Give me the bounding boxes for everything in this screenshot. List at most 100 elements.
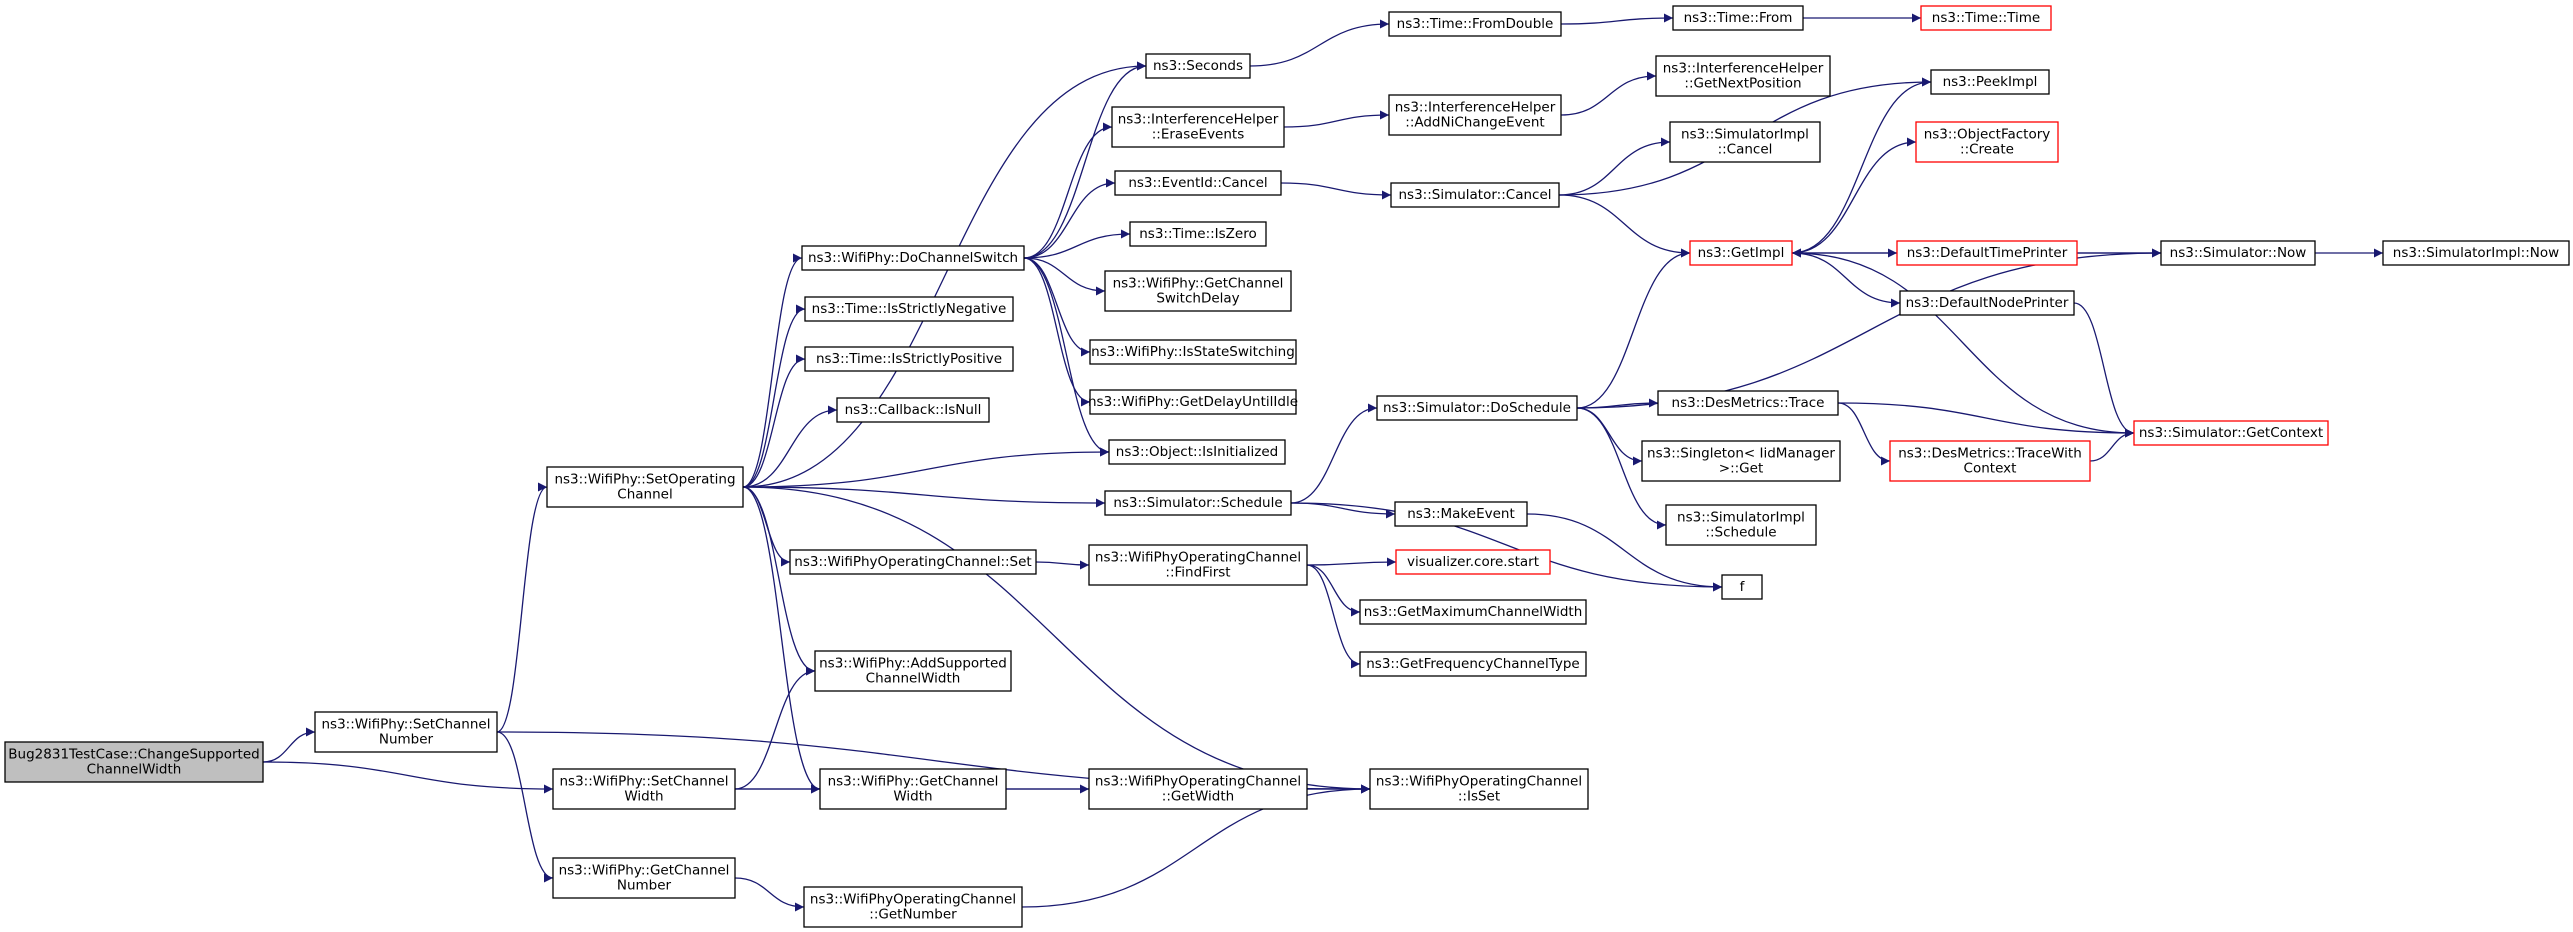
node-label-line: ns3::Simulator::Schedule bbox=[1113, 495, 1282, 511]
edge-time-from-double-to-time-from bbox=[1560, 13, 1674, 25]
node-time-is-zero[interactable]: ns3::Time::IsZero bbox=[1129, 221, 1267, 247]
node-label-line: ns3::Simulator::DoSchedule bbox=[1383, 400, 1571, 416]
node-f[interactable]: f bbox=[1721, 574, 1763, 600]
node-get-freq-channel-type[interactable]: ns3::GetFrequencyChannelType bbox=[1359, 651, 1587, 677]
node-obj-factory-create[interactable]: ns3::ObjectFactory::Create bbox=[1915, 121, 2059, 163]
node-box bbox=[814, 650, 1012, 692]
node-erase-events[interactable]: ns3::InterferenceHelper::EraseEvents bbox=[1111, 106, 1285, 148]
node-label-line: ::Create bbox=[1960, 142, 2014, 158]
node-event-id-cancel[interactable]: ns3::EventId::Cancel bbox=[1114, 170, 1282, 196]
edge-do-channel-switch-to-get-channel-switch-delay bbox=[1023, 257, 1106, 296]
node-label-line: Number bbox=[379, 732, 434, 748]
node-callback-is-null[interactable]: ns3::Callback::IsNull bbox=[836, 397, 990, 423]
edge-set-channel-number-to-set-operating-channel bbox=[496, 482, 548, 733]
edge-op-chan-find-first-to-visualizer bbox=[1306, 557, 1397, 567]
node-seconds[interactable]: ns3::Seconds bbox=[1145, 53, 1251, 79]
node-label-line: Channel bbox=[617, 487, 672, 503]
node-label-line: ns3::GetImpl bbox=[1698, 245, 1785, 261]
node-box bbox=[1899, 290, 2075, 316]
node-sim-now[interactable]: ns3::Simulator::Now bbox=[2160, 240, 2316, 266]
node-box bbox=[1388, 94, 1562, 136]
node-box bbox=[552, 857, 736, 899]
node-get-impl[interactable]: ns3::GetImpl bbox=[1689, 240, 1793, 266]
node-sim-do-schedule[interactable]: ns3::Simulator::DoSchedule bbox=[1376, 395, 1578, 421]
edge-do-channel-switch-to-erase-events bbox=[1023, 122, 1113, 259]
node-label-line: >::Get bbox=[1719, 461, 1763, 477]
edge-sim-schedule-to-sim-do-schedule bbox=[1290, 403, 1378, 504]
node-label-line: ns3::Object::IsInitialized bbox=[1116, 444, 1278, 460]
node-label-line: ns3::PeekImpl bbox=[1943, 74, 2038, 90]
edge-event-id-cancel-to-sim-cancel bbox=[1280, 182, 1392, 200]
node-box bbox=[1395, 549, 1551, 575]
node-label-line: ns3::WifiPhy::GetChannel bbox=[559, 863, 730, 879]
node-sim-impl-now[interactable]: ns3::SimulatorImpl::Now bbox=[2382, 240, 2570, 266]
node-time-is-strictly-positive[interactable]: ns3::Time::IsStrictlyPositive bbox=[804, 346, 1014, 372]
node-time-time[interactable]: ns3::Time::Time bbox=[1920, 5, 2052, 31]
node-label-line: ns3::DefaultNodePrinter bbox=[1906, 295, 2069, 311]
node-obj-is-initialized[interactable]: ns3::Object::IsInitialized bbox=[1108, 439, 1286, 465]
edge-sim-cancel-to-sim-impl-cancel bbox=[1558, 137, 1671, 196]
node-label-line: ns3::Callback::IsNull bbox=[845, 402, 982, 418]
edge-do-channel-switch-to-time-is-zero bbox=[1023, 229, 1131, 259]
node-time-from-double[interactable]: ns3::Time::FromDouble bbox=[1388, 11, 1562, 37]
node-op-chan-get-width[interactable]: ns3::WifiPhyOperatingChannel::GetWidth bbox=[1088, 768, 1308, 810]
node-label-line: ns3::WifiPhy::DoChannelSwitch bbox=[808, 250, 1018, 266]
node-make-event[interactable]: ns3::MakeEvent bbox=[1394, 501, 1528, 527]
node-get-max-channel-width[interactable]: ns3::GetMaximumChannelWidth bbox=[1359, 599, 1587, 625]
node-visualizer[interactable]: visualizer.core.start bbox=[1395, 549, 1551, 575]
node-singleton-get[interactable]: ns3::Singleton< IidManager>::Get bbox=[1641, 440, 1841, 482]
node-do-channel-switch[interactable]: ns3::WifiPhy::DoChannelSwitch bbox=[801, 245, 1025, 271]
edge-get-impl-to-default-node-printer bbox=[1791, 252, 1901, 308]
node-label-line: ::AddNiChangeEvent bbox=[1405, 115, 1544, 131]
node-box bbox=[1359, 599, 1587, 625]
node-sim-impl-schedule[interactable]: ns3::SimulatorImpl::Schedule bbox=[1665, 504, 1817, 546]
node-is-state-switching[interactable]: ns3::WifiPhy::IsStateSwitching bbox=[1089, 339, 1297, 365]
node-sim-get-context[interactable]: ns3::Simulator::GetContext bbox=[2133, 420, 2329, 446]
node-default-node-printer[interactable]: ns3::DefaultNodePrinter bbox=[1899, 290, 2075, 316]
node-label-line: ::Cancel bbox=[1718, 142, 1773, 158]
node-label-line: ns3::WifiPhy::SetChannel bbox=[560, 774, 729, 790]
node-label-line: ::FindFirst bbox=[1165, 565, 1230, 581]
node-sim-impl-cancel[interactable]: ns3::SimulatorImpl::Cancel bbox=[1669, 121, 1821, 163]
node-get-next-position[interactable]: ns3::InterferenceHelper::GetNextPosition bbox=[1655, 55, 1831, 97]
node-box bbox=[1104, 270, 1292, 312]
node-default-time-printer[interactable]: ns3::DefaultTimePrinter bbox=[1896, 240, 2078, 266]
node-box bbox=[1721, 574, 1763, 600]
node-box bbox=[1689, 240, 1793, 266]
node-label-line: ChannelWidth bbox=[866, 671, 961, 687]
node-sim-cancel[interactable]: ns3::Simulator::Cancel bbox=[1390, 182, 1560, 208]
node-op-chan-set[interactable]: ns3::WifiPhyOperatingChannel::Set bbox=[789, 549, 1037, 575]
edge-set-operating-channel-to-time-is-strictly-positive bbox=[742, 354, 806, 488]
node-sim-schedule[interactable]: ns3::Simulator::Schedule bbox=[1104, 490, 1292, 516]
node-label-line: ns3::WifiPhy::GetDelayUntilIdle bbox=[1088, 394, 1298, 410]
node-label-line: ns3::Time::IsStrictlyPositive bbox=[816, 351, 1002, 367]
node-box bbox=[1390, 182, 1560, 208]
node-label-line: ns3::DesMetrics::Trace bbox=[1672, 395, 1825, 411]
node-add-ni-change-event[interactable]: ns3::InterferenceHelper::AddNiChangeEven… bbox=[1388, 94, 1562, 136]
node-label-line: ChannelWidth bbox=[87, 762, 182, 778]
node-box bbox=[1655, 55, 1831, 97]
nodes-layer: Bug2831TestCase::ChangeSupportedChannelW… bbox=[4, 5, 2570, 928]
node-get-delay-until-idle[interactable]: ns3::WifiPhy::GetDelayUntilIdle bbox=[1088, 389, 1298, 415]
node-peek-impl[interactable]: ns3::PeekImpl bbox=[1930, 69, 2050, 95]
node-op-chan-get-number[interactable]: ns3::WifiPhyOperatingChannel::GetNumber bbox=[803, 886, 1023, 928]
edge-des-metrics-trace-with-context-to-sim-get-context bbox=[2089, 428, 2135, 462]
edge-do-channel-switch-to-event-id-cancel bbox=[1023, 178, 1116, 259]
node-label-line: Width bbox=[624, 789, 663, 805]
node-op-chan-find-first[interactable]: ns3::WifiPhyOperatingChannel::FindFirst bbox=[1088, 544, 1308, 586]
node-op-chan-is-set[interactable]: ns3::WifiPhyOperatingChannel::IsSet bbox=[1369, 768, 1589, 810]
node-time-is-strictly-negative[interactable]: ns3::Time::IsStrictlyNegative bbox=[804, 296, 1014, 322]
node-time-from[interactable]: ns3::Time::From bbox=[1672, 5, 1804, 31]
edge-set-operating-channel-to-sim-schedule bbox=[742, 486, 1106, 508]
node-des-metrics-trace[interactable]: ns3::DesMetrics::Trace bbox=[1657, 390, 1839, 416]
node-label-line: ns3::WifiPhy::IsStateSwitching bbox=[1091, 344, 1295, 360]
